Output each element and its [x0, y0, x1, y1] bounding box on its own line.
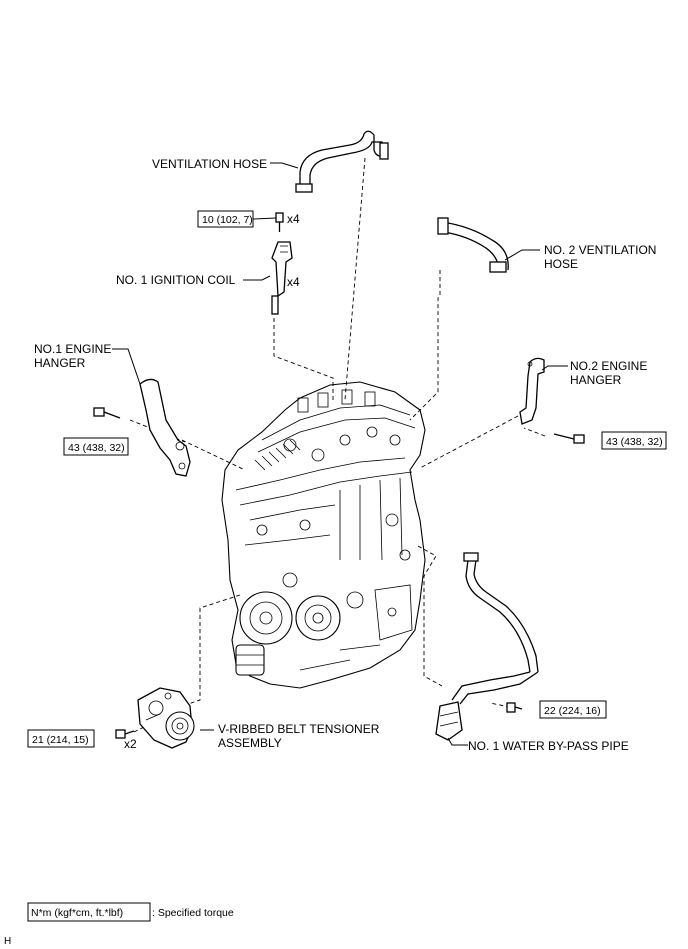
illustration-code: H: [4, 936, 11, 947]
belt-tensioner-label-line2: ASSEMBLY: [218, 736, 282, 750]
belt-tensioner-label-line1: V-RIBBED BELT TENSIONER: [218, 722, 380, 736]
bypass-pipe-bolt-icon: [506, 702, 523, 713]
no1-engine-hanger-part: [139, 378, 191, 477]
tensioner-bolt-quantity: x2: [124, 737, 137, 751]
coil-bolt-torque-value: 10 (102, 7): [202, 214, 253, 226]
water-bypass-pipe-part: [435, 552, 539, 741]
legend-unit-box: [27, 902, 151, 922]
hanger2-torque-value: 43 (438, 32): [606, 436, 663, 448]
no1-engine-hanger-label-line1: NO.1 ENGINE: [34, 342, 111, 356]
tensioner-torque-box: [27, 729, 95, 748]
hanger2-torque-box: [601, 431, 667, 450]
belt-tensioner-part: [137, 687, 195, 749]
bypass-pipe-torque-value: 22 (224, 16): [544, 705, 601, 717]
hanger1-torque-value: 43 (438, 32): [68, 442, 125, 454]
engine-assembly: [221, 381, 426, 689]
tensioner-bolt-icon: [115, 729, 135, 739]
water-bypass-pipe-label: NO. 1 WATER BY-PASS PIPE: [468, 739, 629, 753]
no1-engine-hanger-label-line2: HANGER: [34, 356, 86, 370]
bypass-pipe-torque-box: [539, 700, 607, 719]
hanger1-torque-box: [63, 437, 129, 456]
no2-ventilation-hose-label-line1: NO. 2 VENTILATION: [544, 243, 656, 257]
tensioner-torque-value: 21 (214, 15): [32, 734, 89, 746]
ventilation-hose-part: [295, 130, 389, 193]
hanger1-bolt-icon: [93, 407, 121, 419]
torque-legend: N*m (kgf*cm, ft.*lbf) : Specified torque: [27, 902, 234, 922]
hanger2-bolt-icon: [553, 433, 585, 444]
no2-engine-hanger-label-line2: HANGER: [570, 373, 622, 387]
legend-unit-text: N*m (kgf*cm, ft.*lbf): [31, 907, 123, 919]
coil-bolt-quantity: x4: [287, 212, 300, 226]
coil-bolt-icon: [275, 212, 284, 223]
no2-engine-hanger-part: [519, 357, 545, 425]
callout-leaders: [112, 162, 568, 746]
coil-bolt-torque-box: [197, 210, 254, 228]
ventilation-hose-label: VENTILATION HOSE: [152, 157, 267, 171]
no2-engine-hanger-label-line1: NO.2 ENGINE: [570, 359, 647, 373]
no2-ventilation-hose-label-line2: HOSE: [544, 257, 578, 271]
ignition-coil-part: [271, 212, 293, 315]
no2-ventilation-hose-part: [437, 217, 509, 273]
coil-quantity: x4: [287, 275, 300, 289]
ignition-coil-label: NO. 1 IGNITION COIL: [116, 273, 236, 287]
legend-description: : Specified torque: [152, 907, 234, 919]
